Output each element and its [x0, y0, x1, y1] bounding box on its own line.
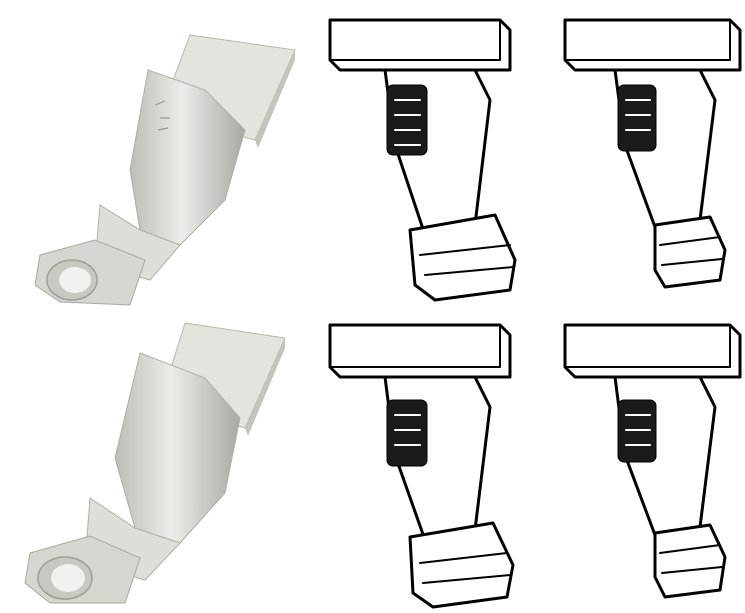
line-art-terminal-svg — [328, 323, 515, 609]
line-art-terminal-bottom-left — [325, 315, 525, 613]
shaded-terminal-svg — [24, 322, 286, 604]
shaded-terminal-bottom — [20, 318, 290, 608]
line-art-terminal-bottom-right — [560, 315, 745, 605]
crimp-marking — [386, 84, 428, 156]
line-art-terminal-top-right — [560, 5, 745, 295]
line-art-terminal-svg — [563, 323, 742, 599]
line-art-terminal-svg — [563, 18, 742, 289]
line-art-terminal-svg — [328, 18, 517, 302]
shaded-terminal-svg — [34, 34, 296, 306]
crimp-marking — [386, 399, 428, 467]
line-art-terminal-top-left — [325, 5, 525, 305]
shaded-terminal-top — [30, 30, 300, 310]
crimp-marking — [617, 84, 657, 152]
